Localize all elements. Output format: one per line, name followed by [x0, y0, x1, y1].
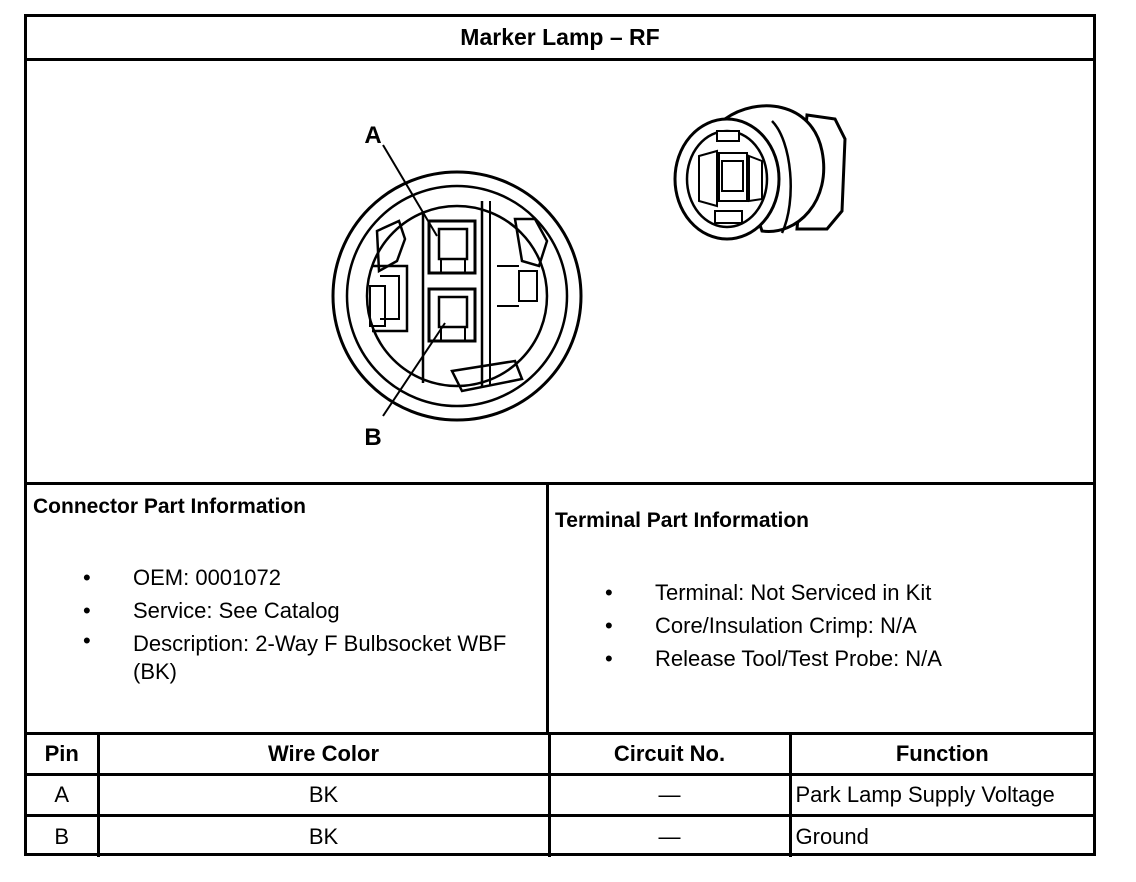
connector-diagram-area: A B	[27, 61, 1093, 485]
terminal-part-information: Terminal Part Information Terminal: Not …	[549, 485, 1093, 732]
cell-pin: A	[27, 773, 100, 817]
cell-function: Park Lamp Supply Voltage	[788, 773, 1093, 817]
cell-circuit-no: —	[547, 773, 792, 817]
list-item: Terminal: Not Serviced in Kit	[605, 576, 1075, 609]
connector-diagram: A B	[331, 104, 847, 451]
connector-perspective-view	[673, 104, 847, 241]
cell-function: Ground	[788, 814, 1093, 857]
connector-part-information: Connector Part Information OEM: 0001072 …	[27, 485, 549, 732]
page-title: Marker Lamp – RF	[27, 17, 1093, 61]
column-header-function: Function	[788, 732, 1093, 776]
terminal-info-list: Terminal: Not Serviced in Kit Core/Insul…	[605, 576, 1075, 675]
table-row: B BK — Ground	[27, 814, 1093, 857]
column-header-pin: Pin	[27, 732, 100, 776]
pin-table: Pin Wire Color Circuit No. Function A BK…	[27, 732, 1093, 857]
list-item: Core/Insulation Crimp: N/A	[605, 609, 1075, 642]
table-row: A BK — Park Lamp Supply Voltage	[27, 773, 1093, 817]
cell-circuit-no: —	[547, 814, 792, 857]
pin-b-label: B	[364, 424, 381, 451]
pin-a-label: A	[364, 122, 381, 149]
connector-sheet: Marker Lamp – RF	[24, 14, 1096, 857]
cell-wire-color: BK	[96, 814, 551, 857]
connector-info-list: OEM: 0001072 Service: See Catalog Descri…	[83, 561, 513, 686]
connector-face-view	[331, 144, 583, 422]
list-item: OEM: 0001072	[83, 561, 513, 594]
connector-info-heading: Connector Part Information	[33, 495, 307, 518]
terminal-info-heading: Terminal Part Information	[555, 509, 809, 532]
cell-wire-color: BK	[96, 773, 551, 817]
list-item: Service: See Catalog	[83, 594, 513, 627]
table-header-row: Pin Wire Color Circuit No. Function	[27, 732, 1093, 776]
list-item: Release Tool/Test Probe: N/A	[605, 642, 1075, 675]
column-header-wire-color: Wire Color	[96, 732, 551, 776]
list-item: Description: 2-Way F Bulbsocket WBF (BK)	[83, 627, 513, 686]
cell-pin: B	[27, 814, 100, 857]
column-header-circuit-no: Circuit No.	[547, 732, 792, 776]
